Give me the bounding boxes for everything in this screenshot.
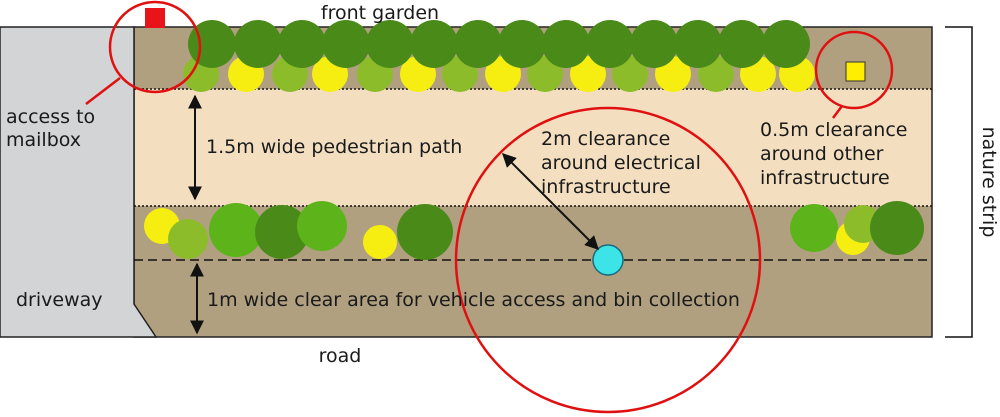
- front-garden-shrubs: [183, 56, 815, 92]
- front-garden-label: front garden: [321, 2, 439, 24]
- electrical-clearance-ring: [454, 106, 762, 414]
- other-leader-line: [832, 105, 843, 119]
- clear-area-label: 1m wide clear area for vehicle access an…: [207, 289, 740, 311]
- electrical-radius-arrow: [502, 153, 599, 250]
- other-clearance-ring: [814, 30, 894, 110]
- driveway-label: driveway: [16, 289, 103, 311]
- other-clearance-label-line3: infrastructure: [760, 167, 890, 189]
- mailbox-clearance-ring: [108, 0, 202, 94]
- other-infrastructure-icon: [845, 61, 866, 82]
- path-width-label: 1.5m wide pedestrian path: [206, 136, 462, 158]
- mailbox-icon: [145, 8, 165, 28]
- mailbox-label-line2: mailbox: [6, 129, 81, 151]
- nature-strip-label: nature strip: [978, 127, 1000, 238]
- mailbox-label-line1: access to: [6, 106, 95, 128]
- other-clearance-label-line1: 0.5m clearance: [760, 119, 907, 141]
- verge-plants-left: [144, 201, 453, 260]
- nature-strip-bracket: [945, 26, 973, 338]
- electrical-pit-icon: [592, 244, 624, 276]
- verge-plants-right: [790, 201, 924, 255]
- other-clearance-label-line2: around other: [760, 143, 884, 165]
- electrical-clearance-label-line2: around electrical: [541, 152, 701, 174]
- mailbox-leader-line: [85, 77, 121, 105]
- electrical-clearance-label-line1: 2m clearance: [541, 128, 670, 150]
- driveway-area: [0, 26, 158, 338]
- electrical-clearance-label-line3: infrastructure: [541, 176, 671, 198]
- road-label: road: [319, 345, 362, 367]
